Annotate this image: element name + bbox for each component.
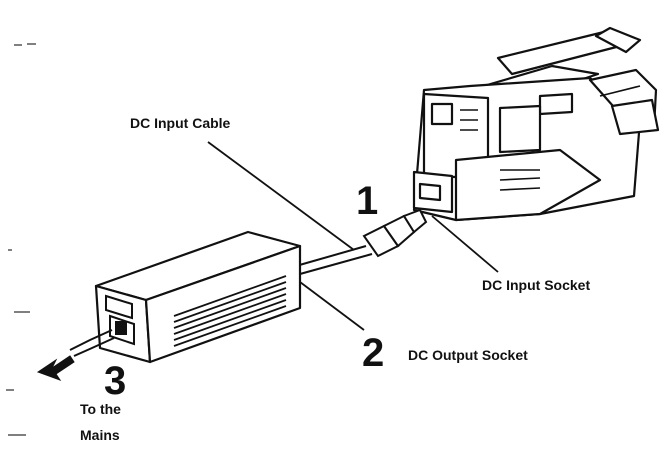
dc-output-socket-label: DC Output Socket (408, 347, 528, 363)
step-3-number: 3 (104, 359, 126, 403)
step-1-number: 1 (356, 179, 378, 223)
leader-lines (207, 141, 499, 331)
adaptor-front-sockets (105, 294, 135, 346)
dc-plug (362, 208, 428, 258)
to-the-label: To the (80, 401, 121, 417)
dc-input-socket-label: DC Input Socket (482, 277, 590, 293)
arrow-down-left-icon (36, 355, 75, 381)
mains-label: Mains (80, 427, 120, 443)
camcorder (412, 26, 660, 222)
adaptor-vents (173, 275, 287, 347)
dc-input-cable-label: DC Input Cable (130, 115, 231, 131)
camcorder-shading (460, 85, 641, 191)
scan-artifacts (6, 43, 36, 436)
mains-cable (69, 329, 115, 357)
step-2-number: 2 (362, 331, 384, 375)
